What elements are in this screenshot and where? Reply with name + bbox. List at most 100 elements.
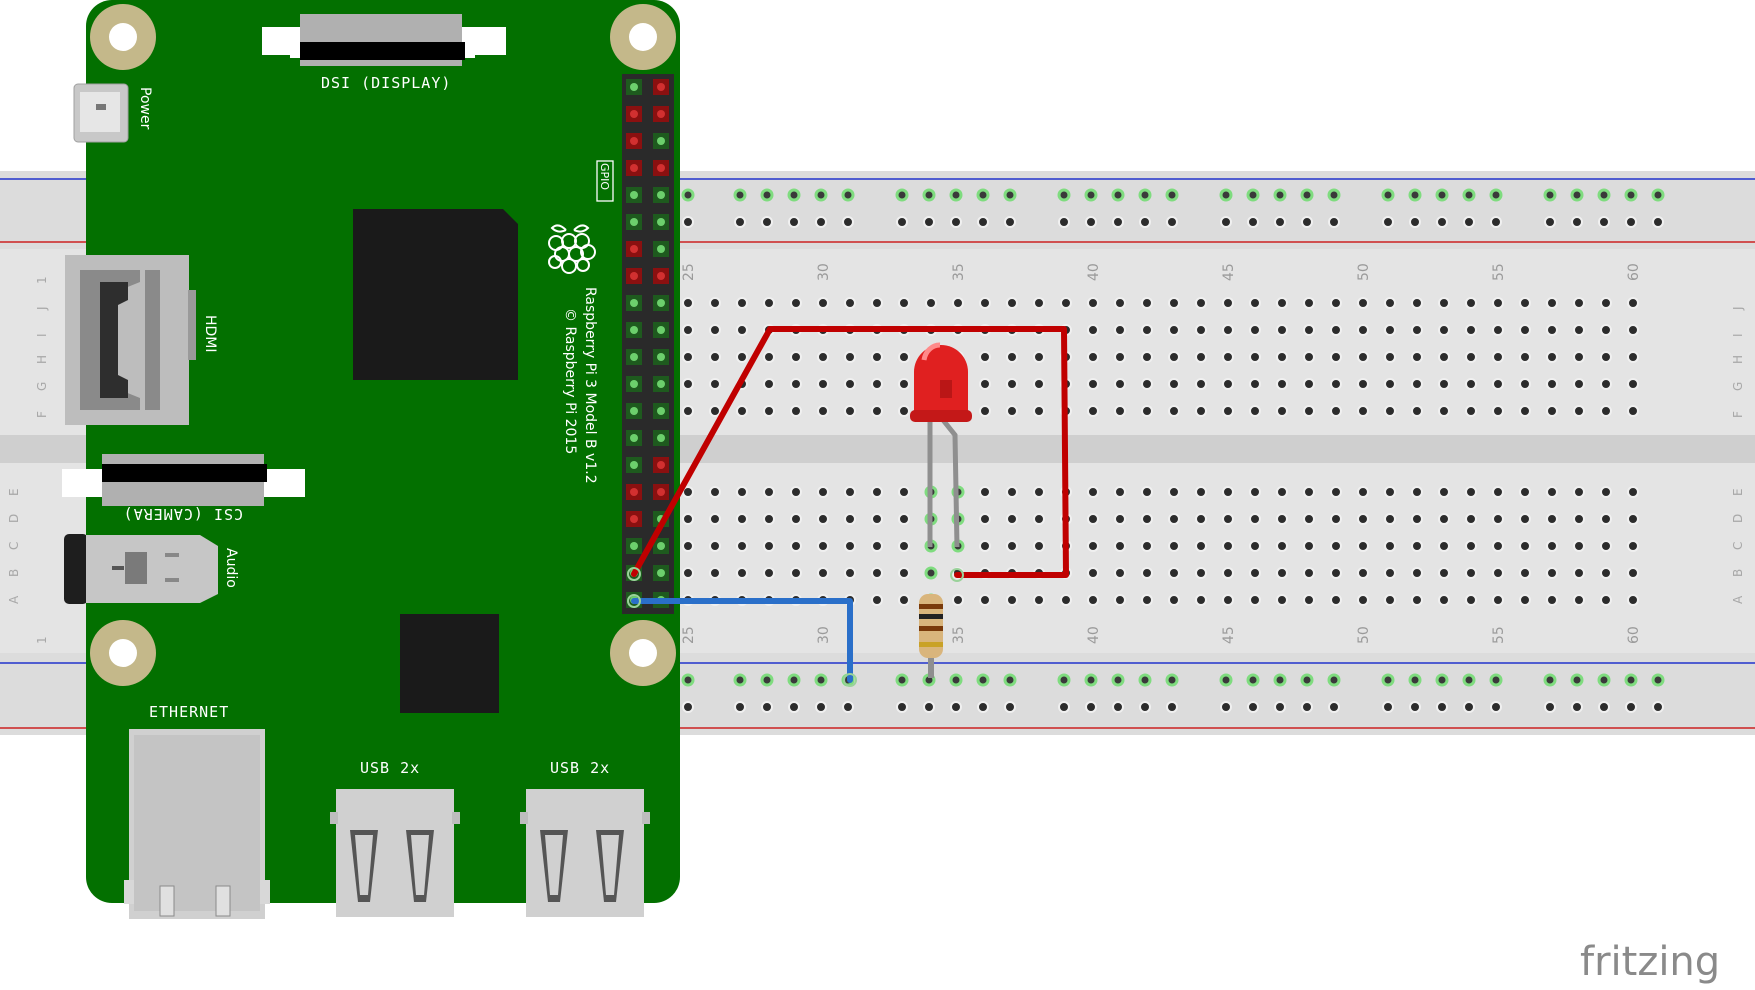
breadboard-hole <box>1006 513 1018 525</box>
breadboard-hole <box>871 513 883 525</box>
breadboard-hole <box>844 405 856 417</box>
col-number: 40 <box>1086 626 1102 644</box>
breadboard-hole <box>1168 513 1180 525</box>
breadboard-hole <box>1246 673 1260 687</box>
breadboard-hole <box>1382 701 1394 713</box>
breadboard-hole <box>788 701 800 713</box>
breadboard-hole <box>1276 567 1288 579</box>
breadboard-hole <box>1114 594 1126 606</box>
breadboard-hole <box>1087 567 1099 579</box>
breadboard-hole <box>1573 513 1585 525</box>
breadboard-hole <box>1141 594 1153 606</box>
breadboard-hole <box>1492 486 1504 498</box>
breadboard-hole <box>760 673 774 687</box>
usb-controller-chip <box>400 614 499 713</box>
breadboard-hole <box>1220 216 1232 228</box>
breadboard-hole <box>760 188 774 202</box>
breadboard-hole <box>1087 297 1099 309</box>
breadboard-hole <box>788 216 800 228</box>
breadboard-hole <box>682 405 694 417</box>
breadboard-hole <box>1276 486 1288 498</box>
breadboard-hole <box>1546 540 1558 552</box>
breadboard-hole <box>1465 351 1477 363</box>
gpio-pin <box>657 245 665 253</box>
breadboard-hole <box>1438 567 1450 579</box>
breadboard-hole <box>1327 673 1341 687</box>
breadboard-hole <box>709 378 721 390</box>
breadboard-hole <box>1195 378 1207 390</box>
breadboard-hole <box>1357 567 1369 579</box>
gpio-pin <box>630 434 638 442</box>
breadboard-hole <box>1141 297 1153 309</box>
breadboard-hole <box>1330 594 1342 606</box>
breadboard-hole <box>1141 378 1153 390</box>
breadboard-hole <box>1465 324 1477 336</box>
breadboard-hole <box>898 594 910 606</box>
breadboard-hole <box>924 566 938 580</box>
breadboard-hole <box>1519 351 1531 363</box>
breadboard-hole <box>1546 567 1558 579</box>
gpio-pin <box>657 137 665 145</box>
breadboard-hole <box>1195 486 1207 498</box>
breadboard-hole <box>1357 405 1369 417</box>
col-number: 50 <box>1356 263 1372 281</box>
breadboard-hole <box>1327 188 1341 202</box>
breadboard-hole <box>790 297 802 309</box>
breadboard-hole <box>1139 701 1151 713</box>
breadboard-hole <box>1303 297 1315 309</box>
breadboard-hole <box>1627 540 1639 552</box>
breadboard-hole <box>1627 378 1639 390</box>
mounting-holes <box>90 4 676 686</box>
breadboard-hole <box>1627 486 1639 498</box>
breadboard-hole <box>1330 567 1342 579</box>
breadboard-hole <box>1141 324 1153 336</box>
breadboard-hole <box>1519 324 1531 336</box>
breadboard-hole <box>1114 378 1126 390</box>
breadboard-hole <box>709 351 721 363</box>
breadboard-hole <box>1222 513 1234 525</box>
row-letters-left: 1 J I H G F E D C B A 1 <box>7 276 49 644</box>
breadboard-hole <box>1195 405 1207 417</box>
breadboard-hole <box>1411 540 1423 552</box>
breadboard-hole <box>1087 405 1099 417</box>
gpio-pin <box>657 110 665 118</box>
gpio-pin <box>657 380 665 388</box>
breadboard-hole <box>709 567 721 579</box>
breadboard-hole <box>1114 405 1126 417</box>
breadboard-hole <box>1546 405 1558 417</box>
breadboard-hole <box>844 351 856 363</box>
breadboard-hole <box>1274 216 1286 228</box>
row-letter: D <box>1731 514 1745 523</box>
breadboard-hole <box>1276 540 1288 552</box>
breadboard-hole <box>896 216 908 228</box>
breadboard-hole <box>1058 216 1070 228</box>
breadboard-hole <box>1328 701 1340 713</box>
breadboard-hole <box>1084 673 1098 687</box>
breadboard-hole <box>1087 513 1099 525</box>
model-line2: © Raspberry Pi 2015 <box>562 308 578 454</box>
row-letter: H <box>1731 355 1745 364</box>
breadboard-hole <box>817 567 829 579</box>
breadboard-hole <box>1006 486 1018 498</box>
breadboard-hole <box>1219 188 1233 202</box>
breadboard-hole <box>1273 673 1287 687</box>
breadboard-hole <box>1546 513 1558 525</box>
breadboard-hole <box>1600 486 1612 498</box>
column-numbers-bottom: 25 30 35 40 45 50 55 60 <box>681 626 1642 644</box>
breadboard-hole <box>1411 405 1423 417</box>
breadboard-hole <box>979 405 991 417</box>
breadboard-hole <box>1438 297 1450 309</box>
breadboard-hole <box>1357 324 1369 336</box>
gpio-pin <box>630 218 638 226</box>
breadboard-hole <box>1003 673 1017 687</box>
gpio-pin <box>657 218 665 226</box>
breadboard-hole <box>1330 378 1342 390</box>
breadboard-hole <box>1301 701 1313 713</box>
breadboard-hole <box>709 297 721 309</box>
breadboard-hole <box>1357 378 1369 390</box>
breadboard-hole <box>1060 594 1072 606</box>
breadboard-hole <box>1330 351 1342 363</box>
breadboard-hole <box>1195 513 1207 525</box>
col-number: 50 <box>1356 626 1372 644</box>
gpio-pin <box>630 137 638 145</box>
